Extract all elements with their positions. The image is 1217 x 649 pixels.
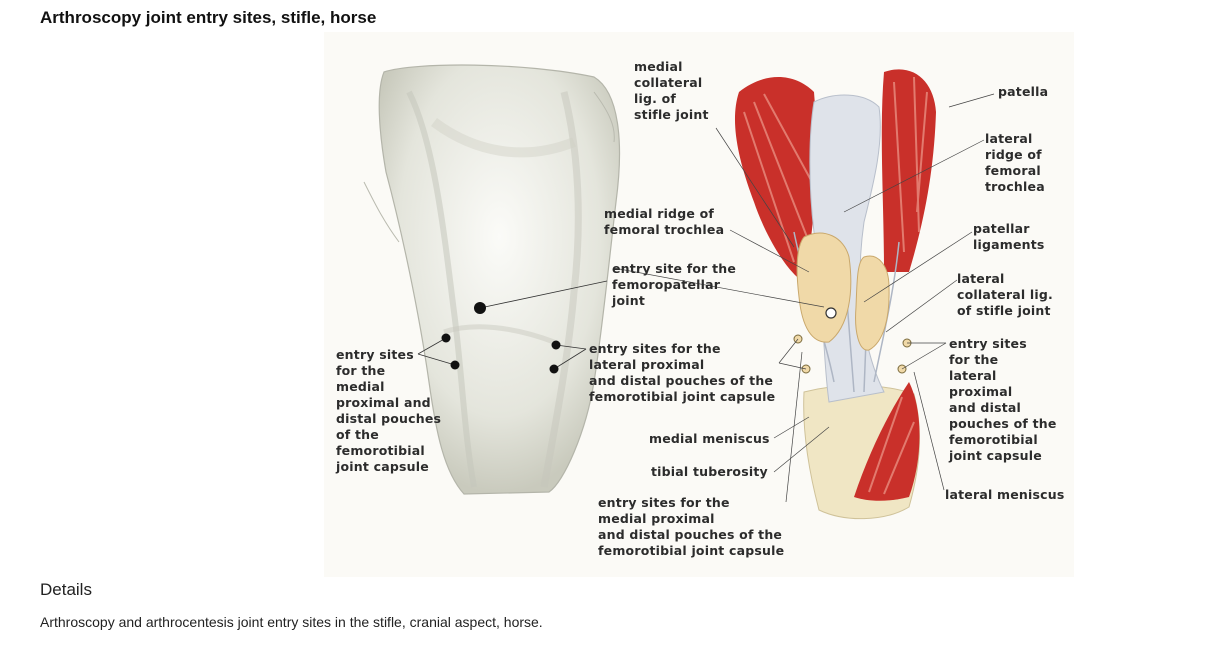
anatomy-figure: medial collateral lig. of stifle joint p…: [324, 32, 1074, 577]
label-entry-medial-pouches-bottom: entry sites for the medial proximal and …: [598, 495, 785, 558]
lateral-distal-entry-dot: [549, 364, 559, 374]
label-tibial-tuberosity: tibial tuberosity: [651, 464, 768, 479]
label-lateral-meniscus: lateral meniscus: [945, 487, 1065, 502]
label-medial-meniscus: medial meniscus: [649, 431, 770, 446]
femoropatellar-entry-dot: [474, 302, 486, 314]
medial-distal-entry-dot: [450, 360, 460, 370]
label-medial-ridge-femoral-trochlea: medial ridge of femoral trochlea: [604, 206, 725, 237]
page-title: Arthroscopy joint entry sites, stifle, h…: [40, 8, 377, 27]
lateral-proximal-entry-dot: [551, 340, 561, 350]
anatomy-illustration: [363, 64, 995, 520]
label-patella: patella: [998, 84, 1049, 99]
medial-proximal-entry-dot: [441, 333, 451, 343]
label-entry-lateral-pouches-right: entry sites for the lateral proximal and…: [949, 336, 1057, 463]
label-entry-femoropatellar-joint: entry site for the femoropatellar joint: [612, 261, 737, 308]
details-description: Arthroscopy and arthrocentesis joint ent…: [40, 614, 543, 630]
anatomic-leader-lines: [613, 93, 995, 503]
label-lateral-collateral-ligament: lateral collateral lig. of stifle joint: [957, 271, 1053, 318]
label-lateral-ridge-femoral-trochlea: lateral ridge of femoral trochlea: [985, 131, 1045, 194]
label-entry-medial-pouches-left: entry sites for the medial proximal and …: [336, 347, 442, 474]
sketch-stifle: [363, 64, 621, 495]
label-medial-collateral-ligament: medial collateral lig. of stifle joint: [634, 59, 709, 122]
label-entry-lateral-pouches-center: entry sites for the lateral proximal and…: [589, 341, 776, 404]
sketch-entry-points: [417, 280, 608, 374]
details-heading: Details: [40, 580, 92, 599]
anatomic-stifle: [734, 69, 936, 520]
label-patellar-ligaments: patellar ligaments: [973, 221, 1045, 252]
